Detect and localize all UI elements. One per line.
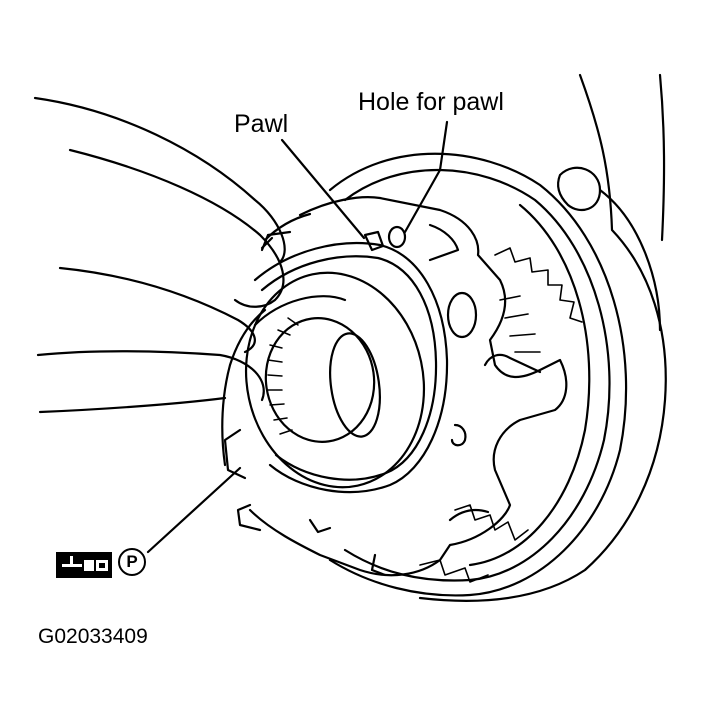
pawl-hole	[387, 225, 407, 249]
pawl-leader-line	[280, 138, 366, 240]
case-housing	[418, 73, 667, 602]
retainer-plate	[253, 230, 467, 494]
carrier-hub	[244, 271, 426, 489]
hole-for-pawl-label: Hole for pawl	[358, 88, 504, 116]
drum-outer	[328, 152, 628, 597]
service-point-leader-line	[146, 466, 242, 554]
splined-bore	[264, 317, 381, 443]
carrier-slot	[446, 291, 478, 339]
planet-carrier	[248, 196, 568, 577]
service-symbol-badge: P	[118, 548, 146, 576]
figure-code: G02033409	[38, 625, 148, 648]
pry-tool-icon	[56, 552, 112, 583]
ring-gear-teeth	[419, 247, 583, 583]
hand-fingers	[33, 96, 286, 467]
lower-tabs	[223, 428, 387, 577]
hole-leader-line	[403, 120, 449, 234]
pawl-label: Pawl	[234, 110, 289, 138]
